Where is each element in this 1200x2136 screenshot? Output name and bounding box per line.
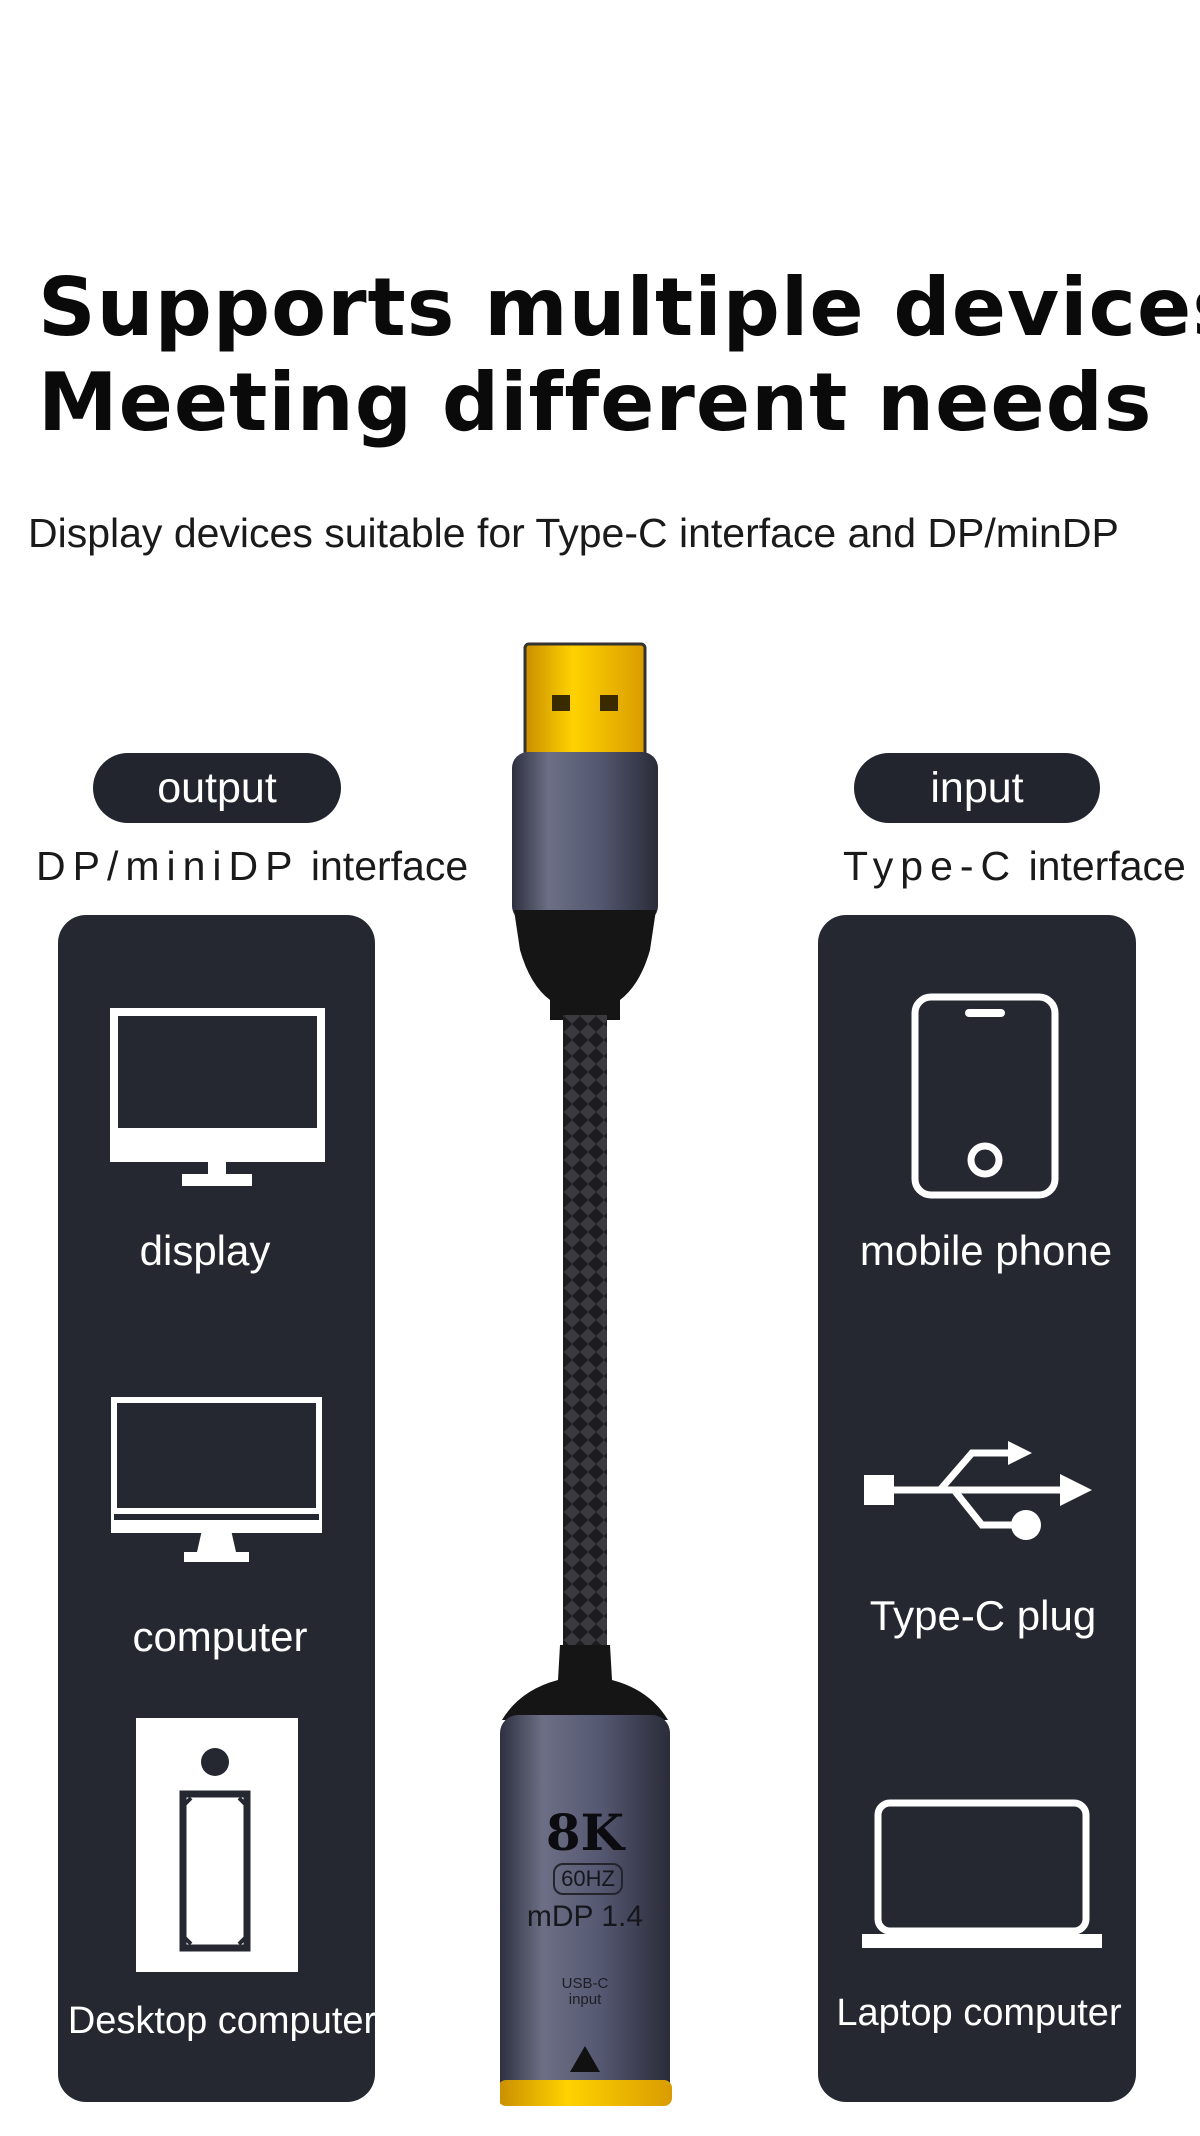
computer-monitor-icon — [110, 1396, 323, 1566]
subtitle: Display devices suitable for Type-C inte… — [28, 510, 1119, 556]
laptop-icon — [860, 1798, 1104, 1956]
adapter-spec-label: mDP 1.4 — [526, 1900, 644, 1933]
device-label-computer: computer — [132, 1613, 308, 1660]
output-pill: output — [93, 753, 341, 823]
adapter-hz-label: 60HZ — [553, 1863, 623, 1895]
adapter-8k-label: 8K — [545, 1803, 625, 1862]
headline-line-2: Meeting different needs — [38, 356, 1153, 449]
adapter-port-line1: USB-C — [561, 1975, 609, 1992]
adapter-port-label: USB-C input — [500, 1976, 670, 2008]
device-label-type-c-plug: Type-C plug — [869, 1592, 1097, 1639]
adapter-port-line2: input — [568, 1991, 602, 2008]
input-interface-prefix: Type-C — [843, 843, 1018, 889]
output-interface-prefix: DP/miniDP — [36, 843, 300, 889]
input-pill: input — [854, 753, 1100, 823]
device-label-mobile-phone: mobile phone — [859, 1227, 1113, 1274]
desktop-tower-icon — [136, 1718, 298, 1972]
adapter-cable-image — [498, 640, 700, 2115]
input-interface-label: Type-C interface — [843, 843, 1186, 890]
device-label-display: display — [139, 1227, 271, 1274]
device-label-laptop-computer: Laptop computer — [836, 1992, 1122, 2034]
device-label-desktop-computer: Desktop computer — [67, 2000, 377, 2042]
output-interface-label: DP/miniDP interface — [36, 843, 468, 890]
input-interface-suffix: interface — [1028, 843, 1186, 889]
headline-line-1: Supports multiple devices — [38, 261, 1200, 354]
usb-icon — [862, 1440, 1094, 1546]
output-interface-suffix: interface — [310, 843, 469, 889]
monitor-icon — [110, 1008, 325, 1188]
phone-icon — [910, 992, 1060, 1200]
